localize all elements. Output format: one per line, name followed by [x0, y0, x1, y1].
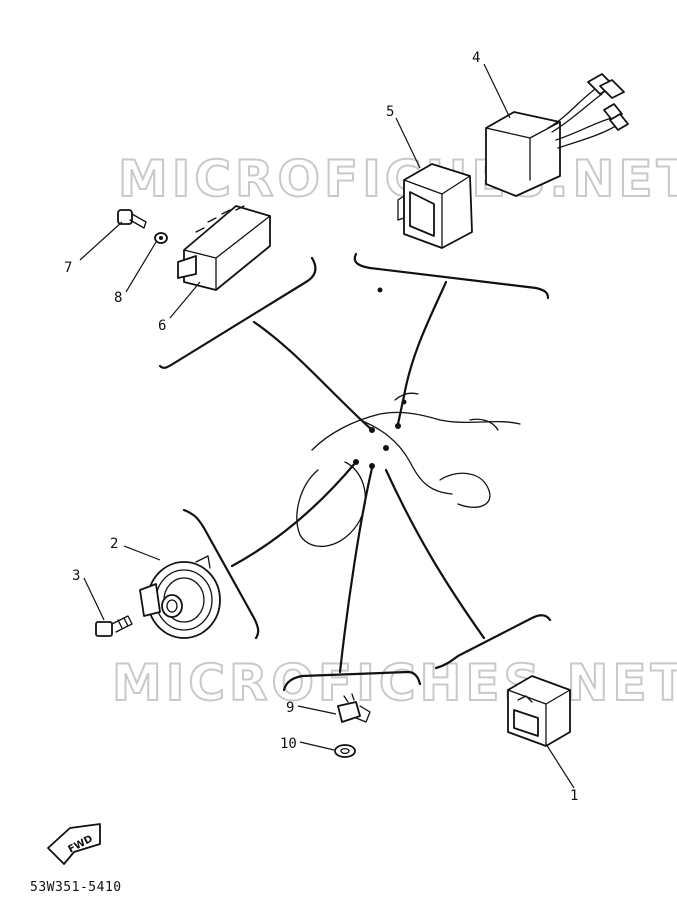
- bracket-group-1: [434, 614, 552, 670]
- callout-9: 9: [286, 700, 294, 716]
- motorcycle-outline: [296, 392, 521, 548]
- bracket-group-2-3: [182, 508, 260, 640]
- location-leaders: [230, 280, 486, 674]
- bracket-group-4-5: [353, 252, 550, 300]
- relay-cover-5[interactable]: [397, 163, 473, 249]
- callout-4: 4: [472, 50, 480, 66]
- callout-2: 2: [110, 536, 118, 552]
- horn-2[interactable]: [139, 555, 221, 639]
- callout-7: 7: [64, 260, 72, 276]
- relay-unit-4[interactable]: [485, 73, 629, 197]
- bolt-3[interactable]: [95, 615, 133, 637]
- callout-5: 5: [386, 104, 394, 120]
- diagram-code: 53W351-5410: [30, 880, 122, 895]
- gasket-10[interactable]: [334, 744, 356, 758]
- callout-leaders: [79, 63, 575, 789]
- screw-7[interactable]: [117, 209, 147, 229]
- switch-9[interactable]: [337, 693, 371, 723]
- forward-arrow-icon: FWD: [47, 823, 101, 865]
- callout-3: 3: [72, 568, 80, 584]
- callout-8: 8: [114, 290, 122, 306]
- control-unit-6[interactable]: [177, 205, 271, 291]
- attachment-points: [353, 287, 407, 469]
- regulator-1[interactable]: [507, 675, 571, 747]
- bracket-group-6: [158, 256, 317, 369]
- callout-6: 6: [158, 318, 166, 334]
- watermark-top: MICROFICHES.NET: [118, 150, 677, 208]
- washer-8[interactable]: [154, 232, 168, 244]
- bracket-group-9-10: [282, 670, 422, 692]
- callout-1: 1: [570, 788, 578, 804]
- callout-10: 10: [280, 736, 297, 752]
- watermark-bottom: MICROFICHES.NET: [112, 654, 677, 712]
